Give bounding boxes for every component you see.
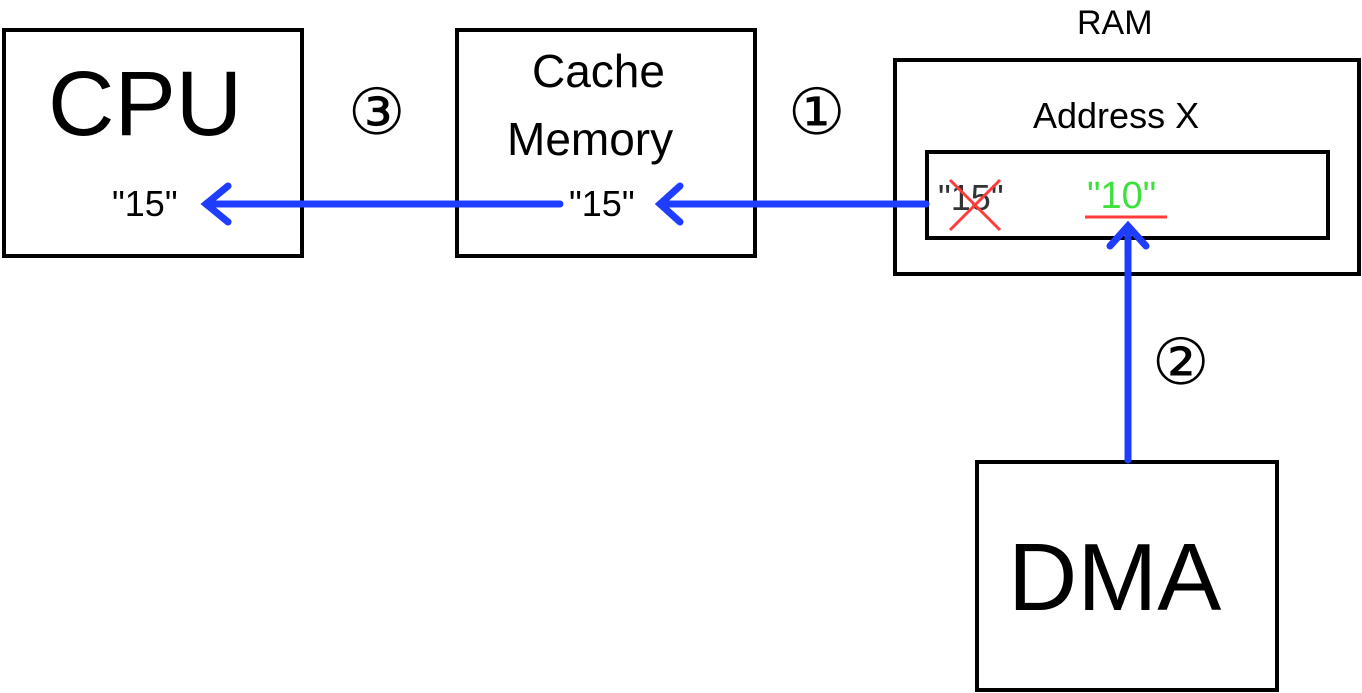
cache-memory-box — [455, 28, 757, 258]
address-x-label: Address X — [1033, 95, 1200, 136]
new-value: "10" — [1087, 175, 1157, 217]
step-2-marker: ② — [1152, 326, 1210, 398]
dma-box — [975, 460, 1279, 692]
arrow-cache-to-cpu — [200, 182, 564, 226]
dma-title: DMA — [1008, 524, 1222, 631]
cache-title-line1: Cache — [532, 45, 665, 97]
cache-value: "15" — [569, 183, 635, 224]
step-1-marker: ① — [788, 76, 846, 148]
cross-out-mark — [948, 178, 1002, 232]
cpu-title: CPU — [48, 53, 243, 155]
arrow-dma-to-ram — [1106, 220, 1150, 464]
ram-title: RAM — [1077, 4, 1153, 42]
arrow-ram-to-cache — [654, 182, 930, 226]
cache-title-line2: Memory — [507, 113, 674, 165]
step-3-marker: ③ — [348, 76, 406, 148]
cpu-value: "15" — [112, 183, 178, 224]
cpu-box — [2, 28, 304, 258]
